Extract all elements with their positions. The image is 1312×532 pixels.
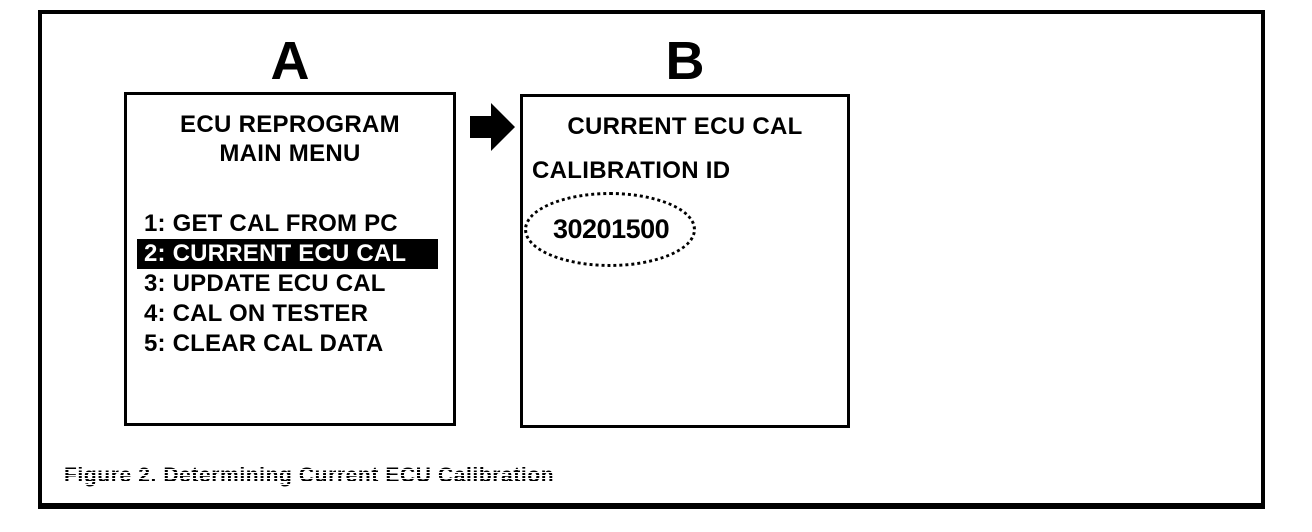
menu-item: 3: UPDATE ECU CAL [144,270,386,297]
menu-item-selected: 2: CURRENT ECU CAL [137,239,438,269]
calibration-id-highlight-ellipse: 30201500 [524,192,696,267]
calibration-id-label: CALIBRATION ID [532,157,731,184]
screen-b-current-ecu-cal: CURRENT ECU CAL CALIBRATION ID 30201500 [520,94,850,428]
screen-b-title: CURRENT ECU CAL [567,113,803,140]
calibration-id-value: 30201500 [553,214,670,244]
screen-a-main-menu: ECU REPROGRAM MAIN MENU 1: GET CAL FROM … [124,92,456,426]
right-block-arrow-icon [470,103,515,151]
screen-a-title: ECU REPROGRAM MAIN MENU [127,110,453,168]
screen-a-title-line2: MAIN MENU [219,140,361,167]
panel-b-label: B [665,31,705,91]
figure-caption-text: Figure 2. Determining Current ECU Calibr… [64,464,555,488]
panel-a-label: A [270,31,310,91]
figure-caption: Figure 2. Determining Current ECU Calibr… [64,464,555,488]
menu-item: 5: CLEAR CAL DATA [144,330,384,357]
menu-item: 1: GET CAL FROM PC [144,210,398,237]
screen-a-title-line1: ECU REPROGRAM [180,111,400,138]
menu-item: 4: CAL ON TESTER [144,300,369,327]
figure-frame: A B ECU REPROGRAM MAIN MENU 1: GET CAL F… [38,10,1265,509]
